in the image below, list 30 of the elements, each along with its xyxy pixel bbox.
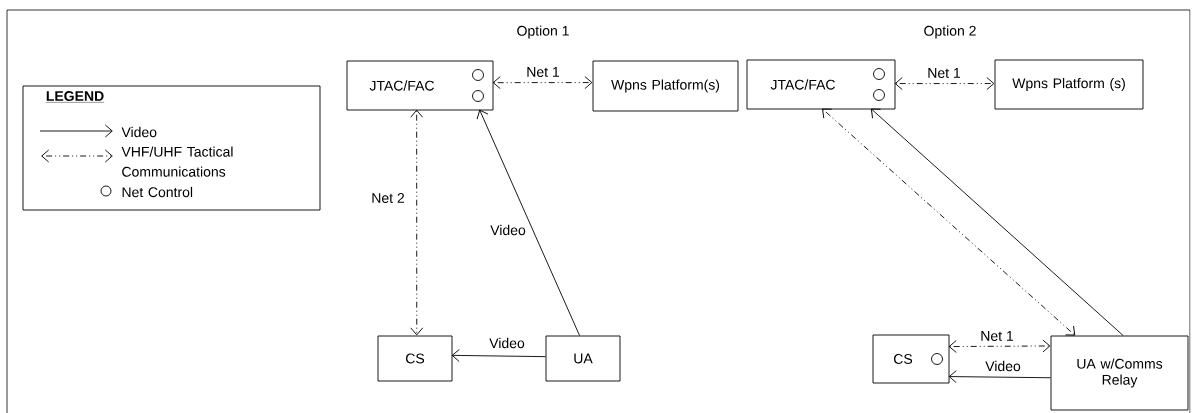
option-title: Option 1 [517,25,569,39]
edge-label: Net 1 [525,66,561,78]
edge-label: Video [488,336,526,350]
edge-label: Net 1 [926,67,962,79]
connector-arrow [822,108,1076,336]
legend-title: LEGEND [45,91,105,103]
connector-arrow [451,349,546,362]
edge-label: Net 2 [370,192,406,204]
process-box: Wpns Platform (s) [994,59,1144,110]
connector-arrow [948,339,1051,353]
edge-label: Net 1 [979,330,1015,342]
connector-arrow [894,77,995,90]
process-box: Wpns Platform(s) [592,60,739,112]
process-box: UA [545,335,621,382]
legend-text: VHF/UHF Tactical Communications [121,146,233,177]
option-title: Option 2 [924,25,976,39]
connector-arrow [476,109,580,336]
legend-text: Net Control [122,186,193,198]
connector-arrow [948,370,1051,384]
legend-text: Video [121,126,157,138]
connector-arrow [870,108,1124,336]
process-box: CS [377,335,453,382]
process-box: CS [872,334,950,384]
connector-arrow [492,76,593,90]
edge-label: Video [489,223,527,237]
edge-label: Video [984,359,1022,373]
process-box: JTAC/FAC [746,59,896,110]
process-box: UA w/Comms Relay [1050,335,1189,411]
connector-arrow [410,109,424,336]
process-box: JTAC/FAC [346,60,494,111]
